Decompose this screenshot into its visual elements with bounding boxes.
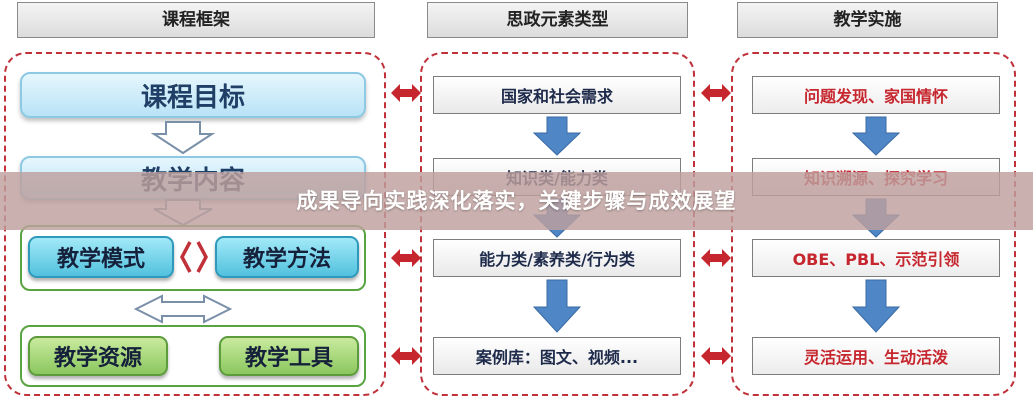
red-double-arrow-icon xyxy=(701,84,731,102)
red-double-arrow-icon xyxy=(391,347,421,365)
teaching-method-button: 教学方法 xyxy=(215,236,359,278)
blue-down-arrow-icon xyxy=(851,116,901,156)
header-course-framework: 课程框架 xyxy=(17,2,375,38)
right-item-flexible-application: 灵活运用、生动活泼 xyxy=(752,337,1000,375)
red-double-arrow-icon xyxy=(701,249,731,267)
teaching-tool-button: 教学工具 xyxy=(219,336,359,376)
course-goal-box: 课程目标 xyxy=(20,72,366,118)
double-horizontal-arrow-icon xyxy=(134,294,232,324)
right-item-problem-discovery: 问题发现、家国情怀 xyxy=(752,76,1000,114)
blue-down-arrow-icon xyxy=(851,279,901,333)
red-double-arrow-icon xyxy=(391,84,421,102)
red-double-arrow-icon xyxy=(701,347,731,365)
blue-down-arrow-icon xyxy=(532,279,582,333)
teaching-resource-button: 教学资源 xyxy=(28,336,168,376)
hollow-down-arrow-icon xyxy=(150,121,216,155)
red-double-arrow-icon xyxy=(391,249,421,267)
title-banner xyxy=(0,172,1033,230)
banner-title: 成果导向实践深化落实，关键步骤与成效展望 xyxy=(296,189,737,213)
blue-down-arrow-icon xyxy=(532,116,582,156)
double-bracket-arrow-icon xyxy=(180,241,208,273)
middle-item-case-library: 案例库：图文、视频... xyxy=(433,337,681,375)
header-ideological-elements: 思政元素类型 xyxy=(427,2,688,38)
right-item-obe-pbl: OBE、PBL、示范引领 xyxy=(752,239,1000,277)
middle-item-ability-literacy-behavior: 能力类/素养类/行为类 xyxy=(433,239,681,277)
middle-item-national-needs: 国家和社会需求 xyxy=(433,76,681,114)
teaching-mode-button: 教学模式 xyxy=(28,236,174,278)
header-teaching-implementation: 教学实施 xyxy=(737,2,998,38)
